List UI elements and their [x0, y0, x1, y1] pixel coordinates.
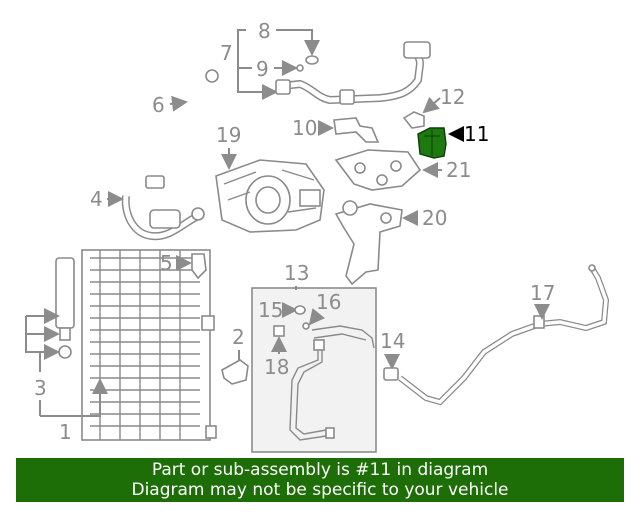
callout-9: 9 — [256, 57, 269, 81]
callout-3: 3 — [34, 376, 47, 400]
compressor-part-19 — [215, 159, 325, 233]
callout-14: 14 — [380, 329, 405, 353]
callout-7: 7 — [220, 41, 233, 65]
banner-line-2: Diagram may not be specific to your vehi… — [131, 480, 509, 500]
parts-diagram: 1 3 2 6 7 8 9 12 10 — [25, 19, 610, 453]
callout-20: 20 — [422, 206, 447, 230]
bracket-part-21 — [334, 149, 422, 191]
callout-19: 19 — [216, 123, 241, 147]
callout-8: 8 — [258, 19, 271, 43]
callout-2: 2 — [232, 325, 245, 349]
highlighted-part-11 — [417, 127, 447, 159]
callout-10: 10 — [292, 116, 317, 140]
banner-line-1: Part or sub-assembly is #11 in diagram — [151, 460, 489, 480]
callout-5: 5 — [160, 251, 173, 275]
suction-line-part — [275, 41, 431, 105]
callout-4: 4 — [90, 187, 103, 211]
bracket-part-20 — [334, 200, 403, 286]
hose-part-4 — [121, 195, 205, 241]
callout-16: 16 — [316, 290, 341, 314]
liquid-line-part — [289, 325, 375, 441]
callout-1: 1 — [59, 420, 72, 444]
callout-12: 12 — [440, 85, 465, 109]
callout-13: 13 — [284, 261, 309, 285]
callout-17: 17 — [530, 281, 555, 305]
callout-11: 11 — [464, 122, 489, 146]
info-banner: Part or sub-assembly is #11 in diagram D… — [16, 458, 624, 502]
callout-15: 15 — [258, 298, 283, 322]
discharge-hose-part-17 — [398, 264, 610, 406]
callout-18: 18 — [264, 355, 289, 379]
condenser-part — [55, 249, 217, 441]
bracket-part-2 — [221, 359, 249, 385]
callout-21: 21 — [446, 158, 471, 182]
callout-6: 6 — [152, 93, 165, 117]
hose-part-6 — [145, 69, 219, 189]
